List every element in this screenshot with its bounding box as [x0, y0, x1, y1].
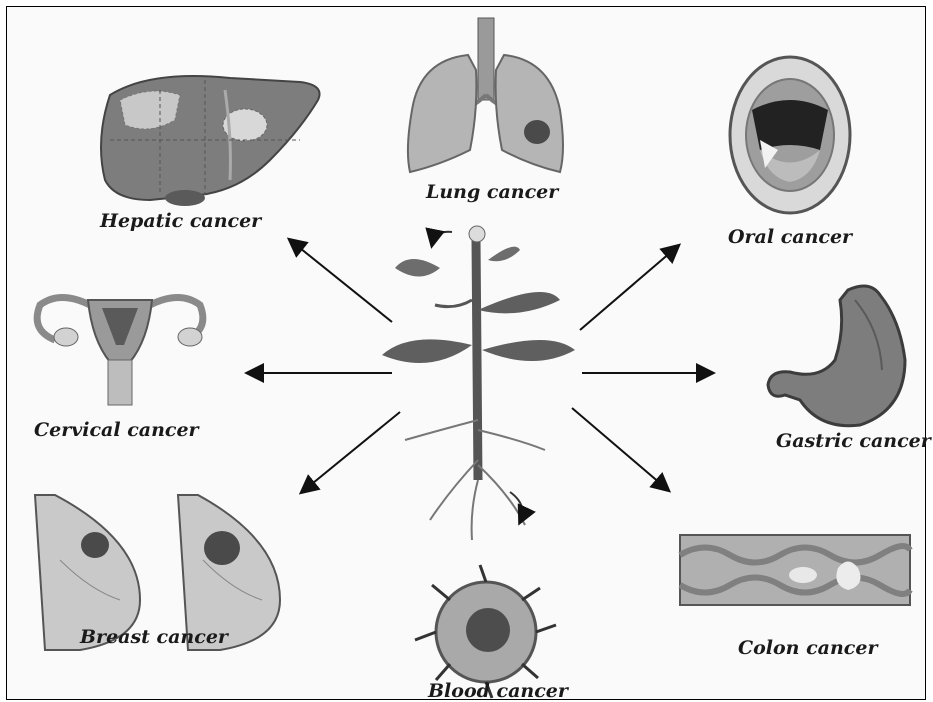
- gastric-illustration: [768, 286, 905, 426]
- label-gastric: Gastric cancer: [776, 430, 931, 452]
- label-breast: Breast cancer: [80, 626, 228, 648]
- label-colon: Colon cancer: [738, 637, 877, 659]
- label-blood: Blood cancer: [428, 680, 568, 702]
- label-lung: Lung cancer: [426, 181, 558, 203]
- lung-illustration: [408, 18, 563, 172]
- colon-illustration: [680, 535, 910, 605]
- label-oral: Oral cancer: [728, 226, 852, 248]
- blood-illustration: [415, 565, 556, 698]
- liver-illustration: [101, 76, 320, 206]
- cervical-illustration: [37, 298, 203, 406]
- plant-illustration: [382, 226, 575, 540]
- oral-illustration: [730, 57, 850, 213]
- arrow-oral: [580, 246, 678, 330]
- label-hepatic: Hepatic cancer: [100, 210, 261, 232]
- label-cervical: Cervical cancer: [34, 419, 199, 441]
- arrow-colon: [572, 408, 668, 490]
- arrow-breast: [302, 412, 400, 492]
- arrow-hepatic: [290, 240, 392, 322]
